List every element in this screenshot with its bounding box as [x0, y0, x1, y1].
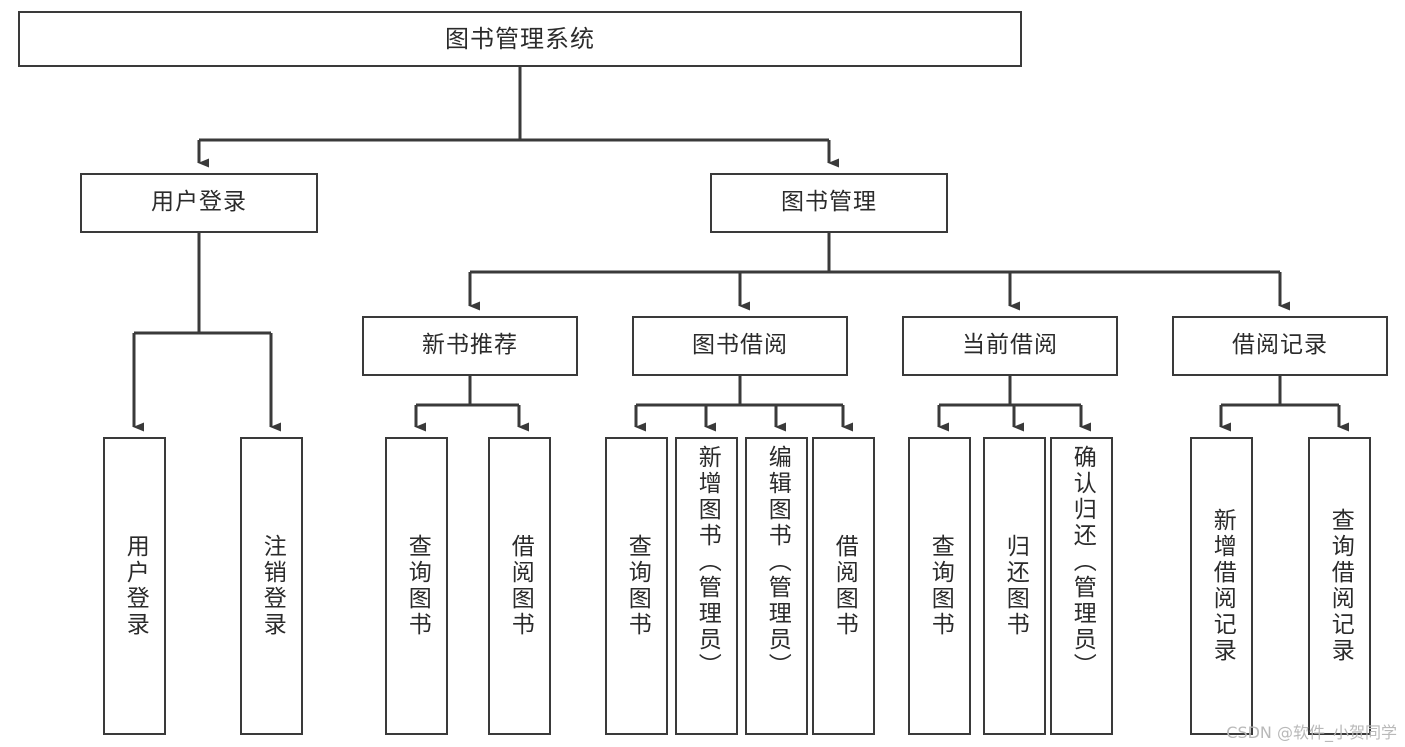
node-label: 查询图书 — [624, 534, 651, 638]
node-label: 确认归还（管理员） — [1069, 445, 1096, 679]
node-label: 图书管理 — [781, 189, 877, 216]
node-label: 新增借阅记录 — [1209, 508, 1236, 664]
leaf-query-book-2[interactable]: 查询图书 — [605, 437, 668, 735]
node-user-login[interactable]: 用户登录 — [80, 173, 318, 233]
leaf-user-login[interactable]: 用户登录 — [103, 437, 166, 735]
node-label: 借阅图书 — [507, 534, 534, 638]
node-label: 归还图书 — [1002, 534, 1029, 638]
leaf-query-record[interactable]: 查询借阅记录 — [1308, 437, 1371, 735]
node-label: 查询图书 — [404, 534, 431, 638]
node-label: 新增图书（管理员） — [694, 445, 721, 679]
leaf-confirm-return[interactable]: 确认归还（管理员） — [1050, 437, 1113, 735]
node-label: 查询图书 — [927, 534, 954, 638]
leaf-edit-book[interactable]: 编辑图书（管理员） — [745, 437, 808, 735]
node-label: 用户登录 — [151, 189, 247, 216]
leaf-borrow-book-1[interactable]: 借阅图书 — [488, 437, 551, 735]
node-label: 当前借阅 — [962, 332, 1058, 359]
leaf-add-record[interactable]: 新增借阅记录 — [1190, 437, 1253, 735]
node-label: 注销登录 — [259, 534, 286, 638]
node-book-borrow[interactable]: 图书借阅 — [632, 316, 848, 376]
node-book-manage[interactable]: 图书管理 — [710, 173, 948, 233]
leaf-query-book-3[interactable]: 查询图书 — [908, 437, 971, 735]
node-label: 查询借阅记录 — [1327, 508, 1354, 664]
leaf-borrow-book-2[interactable]: 借阅图书 — [812, 437, 875, 735]
node-label: 借阅图书 — [831, 534, 858, 638]
leaf-add-book[interactable]: 新增图书（管理员） — [675, 437, 738, 735]
node-label: 新书推荐 — [422, 332, 518, 359]
watermark-text: CSDN @软件_小贺同学 — [1226, 723, 1397, 742]
node-root-system[interactable]: 图书管理系统 — [18, 11, 1022, 67]
node-label: 图书借阅 — [692, 332, 788, 359]
leaf-query-book-1[interactable]: 查询图书 — [385, 437, 448, 735]
node-borrow-record[interactable]: 借阅记录 — [1172, 316, 1388, 376]
node-current-borrow[interactable]: 当前借阅 — [902, 316, 1118, 376]
leaf-user-logout[interactable]: 注销登录 — [240, 437, 303, 735]
node-label: 编辑图书（管理员） — [764, 445, 791, 679]
node-label: 用户登录 — [122, 534, 149, 638]
node-label: 图书管理系统 — [445, 24, 595, 53]
node-new-book-recommend[interactable]: 新书推荐 — [362, 316, 578, 376]
leaf-return-book[interactable]: 归还图书 — [983, 437, 1046, 735]
node-label: 借阅记录 — [1232, 332, 1328, 359]
